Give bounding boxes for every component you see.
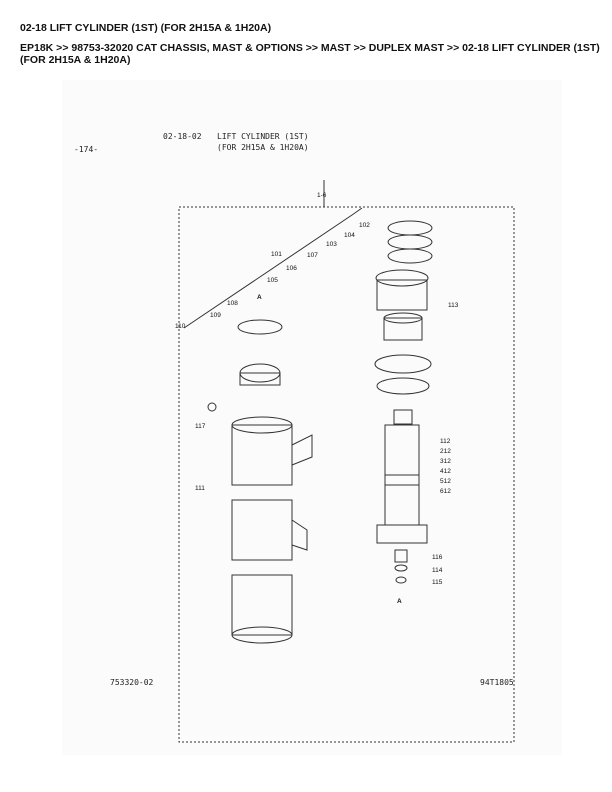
callout-117: 117 [195, 423, 206, 430]
exploded-view-drawing [178, 180, 515, 743]
callout-107: 107 [307, 252, 318, 259]
callout-110: 110 [175, 323, 186, 330]
page-number: -174- [74, 145, 99, 154]
callout-112: 112 [440, 438, 451, 445]
callout-113: 113 [448, 302, 459, 309]
callout-1-6: 1-6 [317, 192, 327, 199]
callout-103: 103 [326, 241, 337, 248]
revision-code: 94T1805 [480, 678, 514, 687]
drawing-number: 753320-02 [110, 678, 154, 687]
parts-diagram: -174- 02-18-02 LIFT CYLINDER (1ST) (FOR … [62, 80, 562, 755]
callout-312: 312 [440, 458, 451, 465]
callout-412: 412 [440, 468, 451, 475]
diagram-subtitle: (FOR 2H15A & 1H20A) [217, 143, 309, 152]
callout-212: 212 [440, 448, 451, 455]
callout-114: 114 [432, 567, 443, 574]
callout-109: 109 [210, 312, 221, 319]
view-marker-a-bottom: A [397, 598, 402, 605]
callout-116: 116 [432, 554, 443, 561]
callout-115: 115 [432, 579, 443, 586]
view-marker-a: A [257, 294, 262, 301]
callout-104: 104 [344, 232, 355, 239]
diagram-title: LIFT CYLINDER (1ST) [217, 132, 309, 141]
callout-111: 111 [195, 485, 205, 492]
page-title: 02-18 LIFT CYLINDER (1ST) (FOR 2H15A & 1… [20, 22, 272, 34]
callout-102: 102 [359, 222, 370, 229]
breadcrumb: EP18K >> 98753-32020 CAT CHASSIS, MAST &… [20, 42, 600, 66]
callout-612: 612 [440, 488, 451, 495]
callout-108: 108 [227, 300, 238, 307]
section-code: 02-18-02 [163, 132, 202, 141]
callout-101: 101 [271, 251, 282, 258]
callout-512: 512 [440, 478, 451, 485]
callout-106: 106 [286, 265, 297, 272]
callout-105: 105 [267, 277, 278, 284]
